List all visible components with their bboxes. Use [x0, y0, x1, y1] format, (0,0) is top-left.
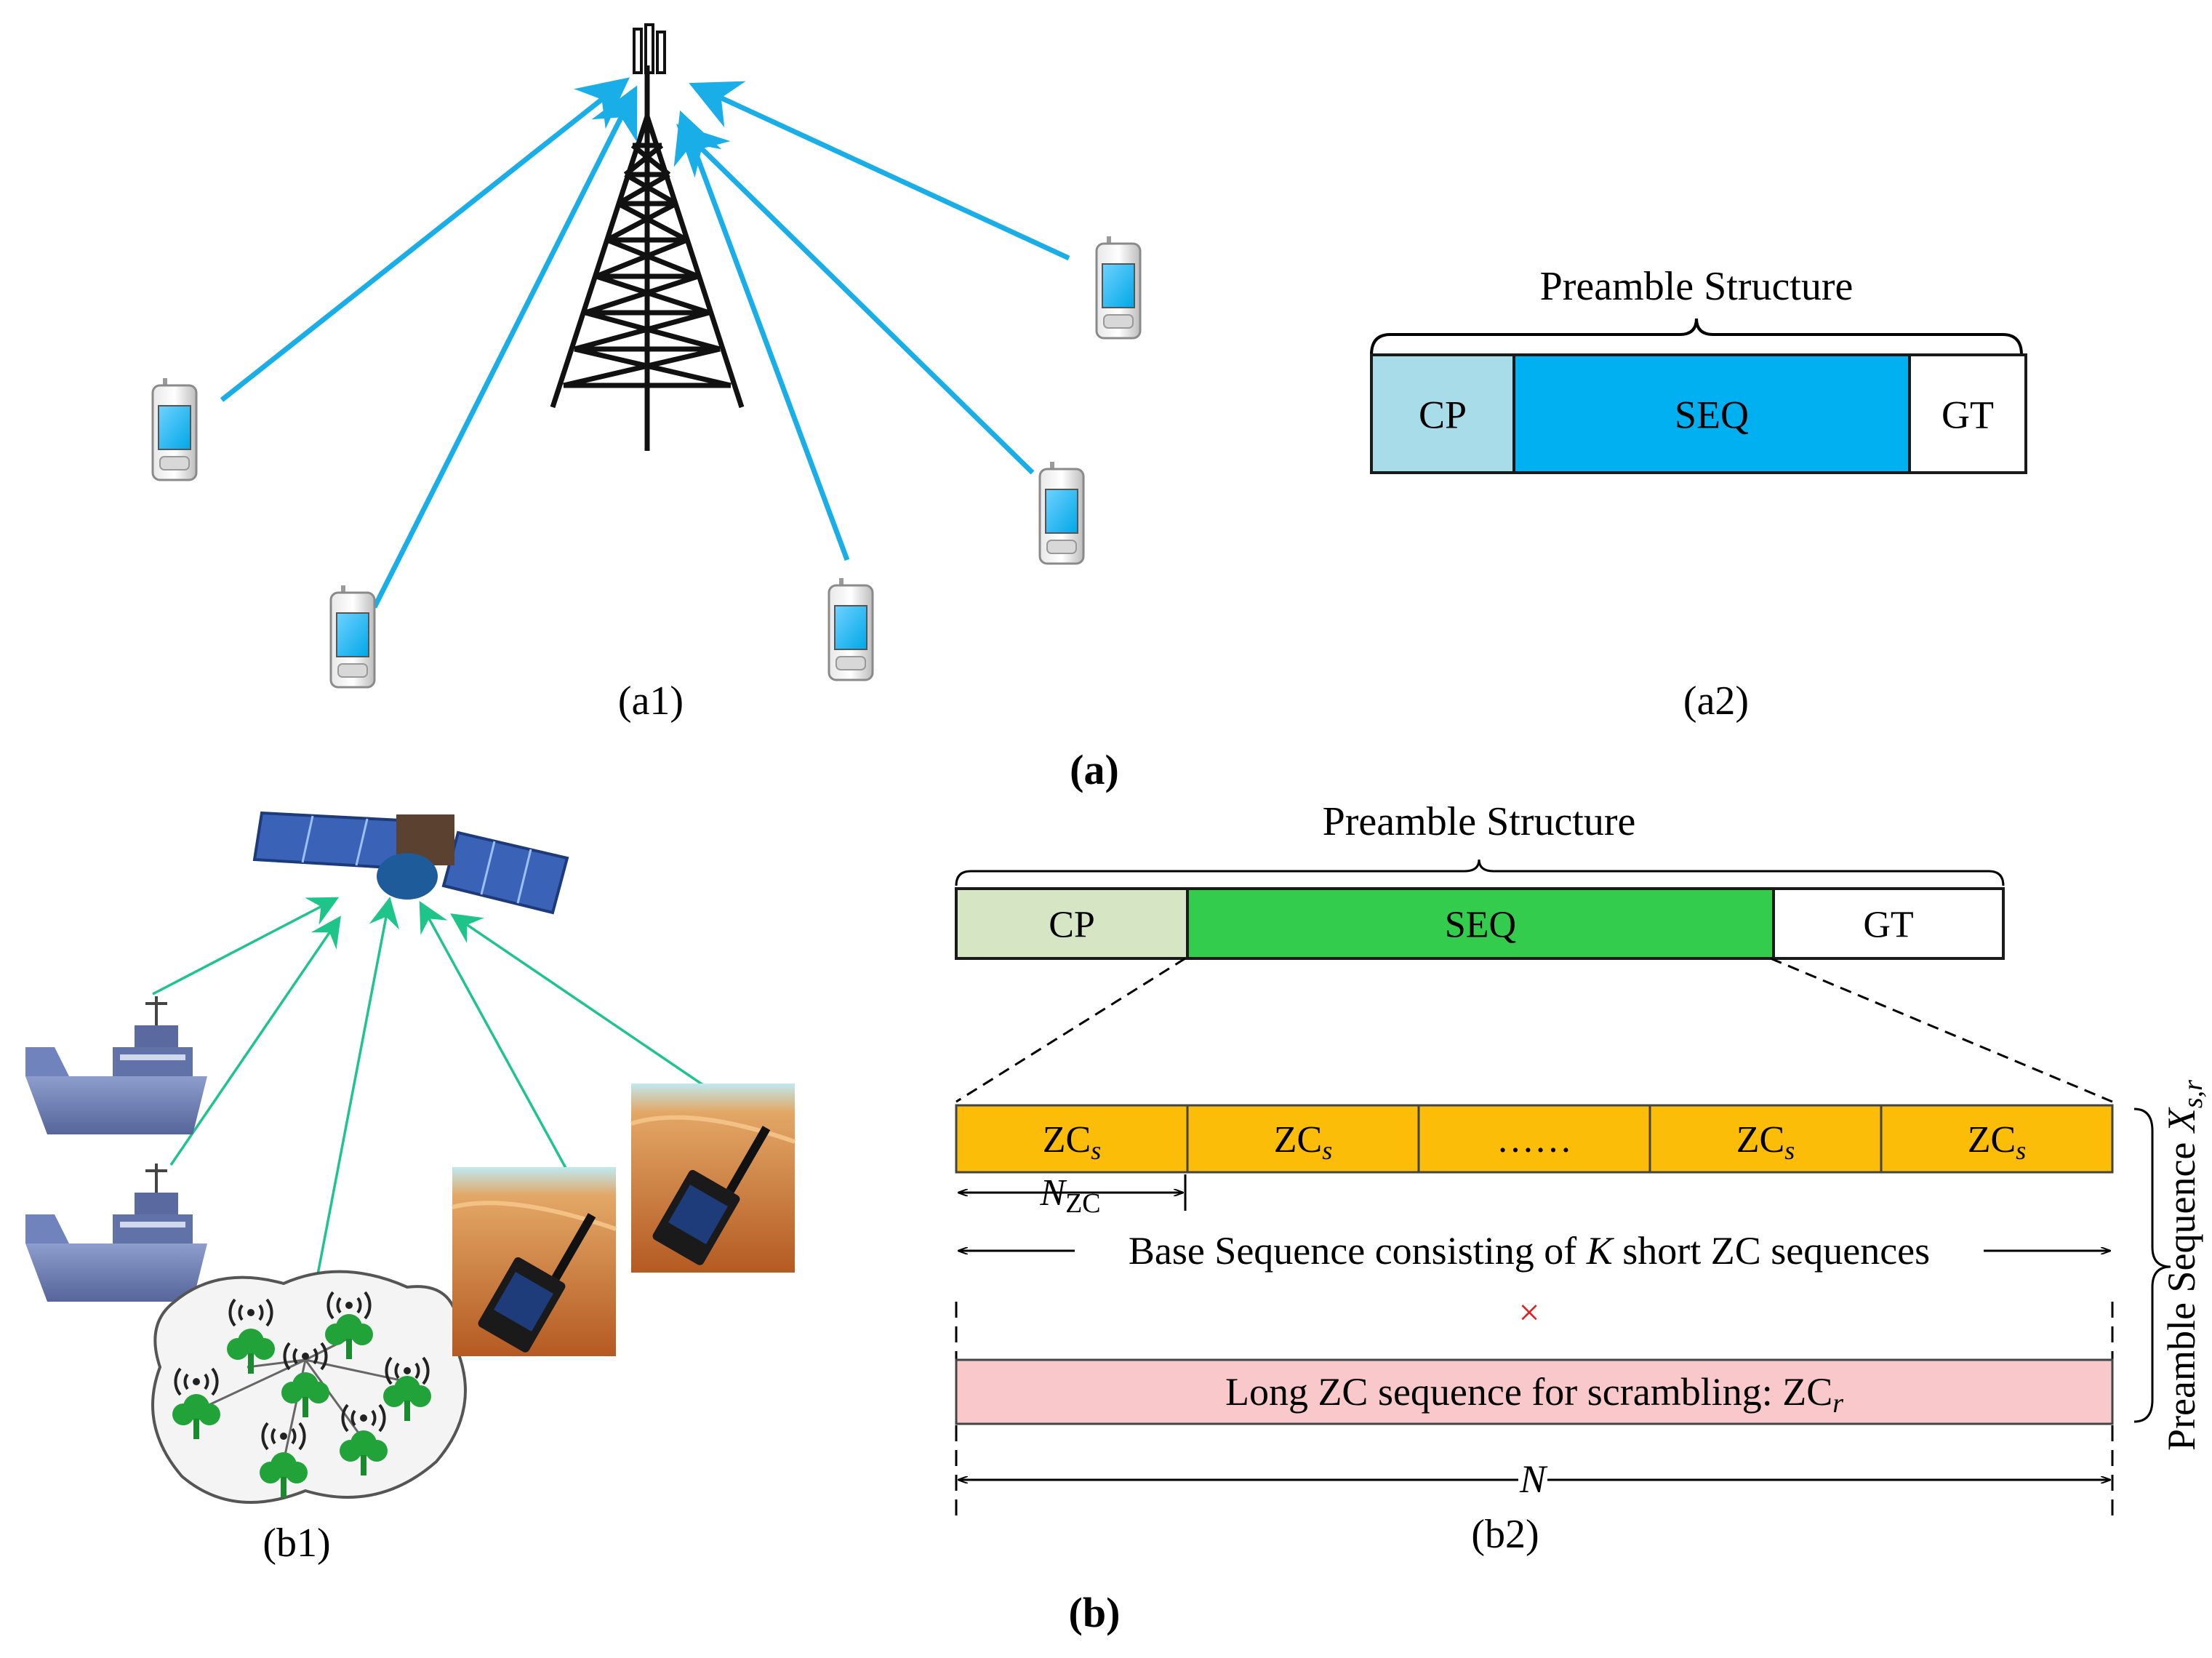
- segment-label-seq: SEQ: [1445, 905, 1516, 946]
- uplink-arrows: [220, 77, 1070, 609]
- zc-block-sub: s: [1091, 1136, 1101, 1165]
- zc-block: [1648, 1104, 1883, 1174]
- base-seq-pre: Base Sequence consisting of: [1129, 1229, 1587, 1273]
- zc-block-main: ZC: [1736, 1119, 1784, 1161]
- side-label: Preamble Sequence Xs,r: [2160, 1080, 2208, 1451]
- panel-a2: Preamble Structure CP SEQ GT (a2): [1370, 264, 2027, 724]
- uplink-arrow: [673, 110, 850, 561]
- ship-icon: [24, 995, 209, 1136]
- long-zc-bar: [955, 1358, 2114, 1425]
- uplink-arrow: [308, 897, 400, 1321]
- iot-sensor-cluster: [151, 1270, 467, 1504]
- subfigure-label-b1: (b1): [263, 1521, 330, 1566]
- base-seq-label-bg: [1075, 1226, 1984, 1273]
- base-seq-post: short ZC sequences: [1613, 1229, 1930, 1273]
- zc-block-sub: s: [2016, 1136, 2026, 1165]
- subfigure-label-a2: (a2): [1683, 678, 1749, 724]
- preamble-bar-a2: CP SEQ GT: [1370, 353, 2027, 474]
- zc-block: [1186, 1104, 1420, 1174]
- zc-block-main: ZC: [1043, 1119, 1091, 1161]
- nzc-n: N: [1039, 1172, 1067, 1214]
- nzc-sub: ZC: [1065, 1188, 1101, 1219]
- segment-label-gt: GT: [1863, 905, 1913, 946]
- zc-block-label: ……: [1496, 1119, 1572, 1161]
- segment-label-gt: GT: [1941, 393, 1994, 436]
- brace-b2: [955, 859, 2005, 886]
- segment-gt: [1908, 353, 2027, 474]
- nzc-label: NZC: [1039, 1172, 1100, 1219]
- satellite-icon: [252, 811, 569, 915]
- subfigure-label-a1: (a1): [618, 678, 684, 724]
- desert-terminal-2: [630, 1084, 796, 1273]
- zc-block-label: ZCs: [1274, 1119, 1332, 1165]
- segment-gt: [1772, 887, 2005, 960]
- phone-icon: [329, 584, 376, 689]
- long-zc-label: Long ZC sequence for scrambling: ZCr: [1225, 1370, 1843, 1419]
- zoom-guide-left: [955, 957, 1186, 1103]
- phone-icon: [828, 577, 874, 681]
- uplink-arrow: [169, 916, 341, 1166]
- uplink-arrow: [689, 81, 1070, 261]
- brace-a2: [1370, 318, 2023, 356]
- zc-block-main: ZC: [1274, 1119, 1322, 1161]
- segment-label-cp: CP: [1049, 905, 1095, 946]
- zoom-guide-right: [1770, 957, 2113, 1103]
- uplink-arrow: [220, 77, 630, 402]
- side-label-text: Preamble Sequence: [2160, 1132, 2203, 1451]
- panel-caption-a: (a): [1070, 746, 1119, 793]
- uplink-arrow: [676, 124, 1035, 475]
- preamble-bar-b2: CP SEQ GT: [955, 887, 2005, 960]
- desert-terminal-1: [452, 1167, 617, 1356]
- preamble-title-b2: Preamble Structure: [1323, 799, 1636, 844]
- zc-block-sub: s: [1784, 1136, 1795, 1165]
- segment-cp: [955, 887, 1189, 960]
- segment-label-seq: SEQ: [1675, 393, 1749, 436]
- ship-icon: [24, 1162, 209, 1303]
- phone-icon: [1095, 235, 1142, 340]
- zc-block-main: ZC: [1968, 1119, 2016, 1161]
- zc-block-sub: s: [1322, 1136, 1332, 1165]
- side-label-x: X: [2160, 1107, 2203, 1134]
- base-seq-label: Base Sequence consisting of K short ZC s…: [1129, 1229, 1930, 1273]
- multiply-symbol: ×: [1518, 1292, 1539, 1334]
- long-zc-text: Long ZC sequence for scrambling: ZC: [1225, 1370, 1832, 1414]
- segment-seq: [1186, 887, 1775, 960]
- panel-a1: (a1): [151, 23, 1142, 724]
- uplink-arrow: [419, 900, 576, 1185]
- panel-caption-b: (b): [1069, 1589, 1121, 1636]
- zc-block-label: ZCs: [1968, 1119, 2026, 1165]
- n-label-bg: [1518, 1460, 1547, 1499]
- side-label-sub: s,r: [2178, 1080, 2208, 1108]
- tower-icon: [550, 23, 745, 451]
- base-seq-k: K: [1586, 1229, 1615, 1273]
- long-zc-sub: r: [1832, 1388, 1843, 1419]
- phone-icon: [151, 377, 198, 481]
- zc-block: [1880, 1104, 2114, 1174]
- n-label: N: [1519, 1457, 1548, 1501]
- side-brace: [2133, 1108, 2171, 1423]
- subfigure-label-b2: (b2): [1471, 1512, 1539, 1557]
- preamble-title-a2: Preamble Structure: [1540, 264, 1854, 309]
- zc-block-main: ……: [1496, 1119, 1572, 1161]
- uplink-arrow: [152, 897, 340, 996]
- zc-block-label: ZCs: [1043, 1119, 1101, 1165]
- panel-b1: (b1): [24, 811, 796, 1566]
- uplink-arrow: [372, 85, 638, 609]
- phone-icon: [1038, 460, 1085, 565]
- zc-block: [955, 1104, 1189, 1174]
- segment-label-cp: CP: [1419, 393, 1467, 436]
- zc-block-label: ZCs: [1736, 1119, 1795, 1165]
